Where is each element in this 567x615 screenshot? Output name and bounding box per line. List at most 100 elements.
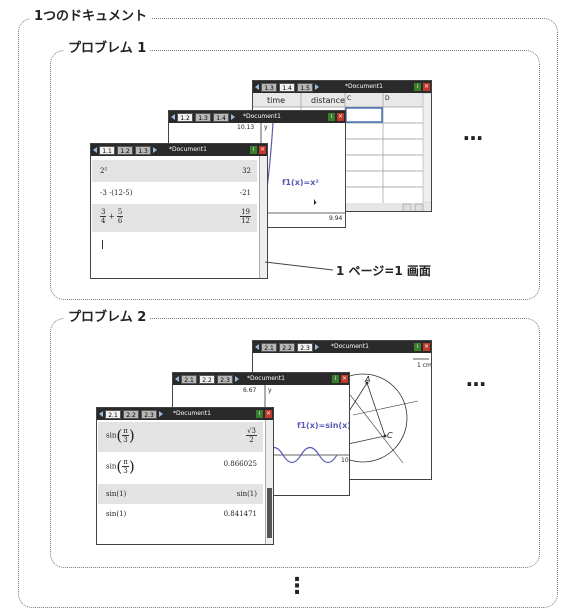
close-icon[interactable]: × [423,83,430,91]
tab-active[interactable]: 1.2 [177,113,193,122]
tab[interactable]: 2.1 [261,343,277,352]
point-c-label: C [387,431,393,440]
calc-result: 32 [242,167,251,175]
text-cursor[interactable] [102,240,103,249]
geometry-scale-label: 1 cm [417,362,432,369]
operator: + [108,212,115,221]
tab-scroll-left-icon[interactable] [93,147,97,153]
tab[interactable]: 1.2 [117,146,133,155]
tab-active[interactable]: 2.3 [297,343,313,352]
tab-active[interactable]: 1.1 [99,146,115,155]
document-name: *Document1 [173,410,211,417]
scrollbar[interactable] [259,156,267,278]
tab[interactable]: 2.3 [217,375,233,384]
column-header-a[interactable]: time [267,96,286,105]
document-name: *Document1 [247,375,285,382]
graph-ymax-label: 6.67 [243,387,257,394]
tab-scroll-left-icon[interactable] [171,114,175,120]
tab[interactable]: 2.2 [279,343,295,352]
graph-function-label: f1(x)=x² [282,178,319,187]
calc-entry[interactable]: -3 ·(12-5) -21 [92,182,257,204]
calc-expression: sin(1) [106,490,127,498]
titlebar: 2.1 2.2 2.3 *Document1 ⁞ × [173,373,349,385]
tab[interactable]: 1.3 [261,83,277,92]
tab[interactable]: 2.2 [123,410,139,419]
function-name: sin [106,431,117,440]
tab-scroll-right-icon[interactable] [235,376,239,382]
close-icon[interactable]: × [337,113,344,121]
column-header-d[interactable]: D [385,95,390,102]
graph-xmax-label: 10 [341,457,349,464]
connection-icon: ⁞ [414,343,421,351]
calc-entry[interactable]: sin(1) sin(1) [98,484,263,504]
tab-active[interactable]: 2.1 [105,410,121,419]
problem-1-frame [50,50,540,300]
tab-scroll-left-icon[interactable] [99,411,103,417]
calc-result: 0.841471 [223,510,257,518]
document-name: *Document1 [331,343,369,350]
tab-scroll-right-icon[interactable] [231,114,235,120]
document-label: 1つのドキュメント [30,9,152,25]
close-icon[interactable]: × [265,410,272,418]
graph-xmax-label: 9.94 [329,215,343,222]
connection-icon: ⁞ [250,146,257,154]
tab-scroll-right-icon[interactable] [315,84,319,90]
tab[interactable]: 1.3 [195,113,211,122]
document-frame [18,18,558,608]
calc-result: -21 [239,189,251,197]
tab[interactable]: 2.3 [141,410,157,419]
tab-active[interactable]: 1.4 [279,83,295,92]
tab-scroll-right-icon[interactable] [159,411,163,417]
document-name: *Document1 [169,146,207,153]
column-header-b[interactable]: distance [311,96,345,105]
titlebar: 1.3 1.4 1.5 *Document1 ⁞ × [253,81,431,93]
tab[interactable]: 1.4 [213,113,229,122]
more-problems-indicator: ⋮ [286,574,309,599]
tab-scroll-right-icon[interactable] [315,344,319,350]
scrollbar-thumb[interactable] [267,488,272,538]
close-icon[interactable]: × [259,146,266,154]
annotation-note: 1 ページ=1 画面 [336,264,431,278]
p1-calculator-window[interactable]: 1.1 1.2 1.3 *Document1 ⁞ × 2⁵ 32 -3 ·(12… [90,143,268,279]
connection-icon: ⁞ [256,410,263,418]
tab-scroll-left-icon[interactable] [175,376,179,382]
point-a-label: A [365,375,371,384]
tab[interactable]: 1.3 [135,146,151,155]
tab[interactable]: 2.1 [181,375,197,384]
graph-y-axis-label: y [264,124,268,131]
tab-scroll-right-icon[interactable] [153,147,157,153]
titlebar: 1.1 1.2 1.3 *Document1 ⁞ × [91,144,267,156]
function-name: sin [106,462,117,471]
tab-active[interactable]: 2.2 [199,375,215,384]
tab-scroll-left-icon[interactable] [255,84,259,90]
calc-result: sin(1) [236,490,257,498]
titlebar: 1.2 1.3 1.4 *Document1 ⁞ × [169,111,345,123]
tab[interactable]: 1.5 [297,83,313,92]
tab-scroll-left-icon[interactable] [255,344,259,350]
close-icon[interactable]: × [341,375,348,383]
scrollbar[interactable] [265,420,273,544]
document-name: *Document1 [243,113,281,120]
graph-y-axis-label: y [268,387,272,394]
close-icon[interactable]: × [423,343,430,351]
calc-expression: sin(1) [106,510,127,518]
connection-icon: ⁞ [332,375,339,383]
more-pages-indicator: … [463,121,484,145]
column-header-c[interactable]: C [347,95,352,102]
calc-entry[interactable]: 2⁵ 32 [92,160,257,182]
problem-1-label: プロブレム 1 [64,41,151,57]
calc-entry[interactable]: sin(1) 0.841471 [98,504,263,524]
